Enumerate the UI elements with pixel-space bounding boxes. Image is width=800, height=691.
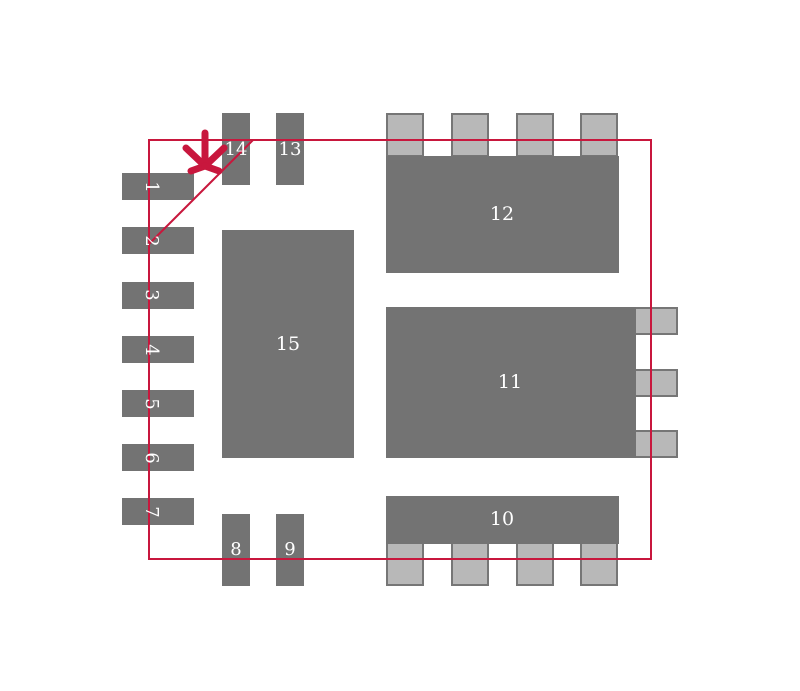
pad-10-finger (580, 542, 618, 586)
pad-6 (122, 444, 194, 471)
pad-11 (386, 307, 636, 458)
pad-10-group (386, 496, 619, 586)
pad-8 (222, 514, 250, 586)
pad-11-finger (634, 369, 678, 397)
pin-label-12: 12 (490, 203, 514, 225)
pad-12-finger (386, 113, 424, 157)
pin-label-14: 14 (225, 139, 248, 160)
pad-12-finger (580, 113, 618, 157)
pin-label-2: 2 (141, 235, 162, 246)
component-outline (148, 139, 652, 560)
pad-4 (122, 336, 194, 363)
pad-15 (222, 230, 354, 458)
pin-label-7: 7 (141, 506, 162, 517)
pin-label-13: 13 (279, 139, 302, 160)
pad-9 (276, 514, 304, 586)
pad-10 (386, 496, 619, 544)
pad-11-group (386, 307, 678, 458)
pad-5 (122, 390, 194, 417)
pin1-asterisk-icon (182, 129, 228, 175)
pin-label-10: 10 (490, 508, 514, 530)
pin-label-4: 4 (141, 344, 162, 355)
pin-label-6: 6 (141, 452, 162, 463)
pin-label-9: 9 (284, 539, 295, 560)
pad-2 (122, 227, 194, 254)
pad-12-group (386, 113, 619, 273)
pad-10-finger (451, 542, 489, 586)
pad-12-finger (516, 113, 554, 157)
pad-10-finger (386, 542, 424, 586)
pin-label-11: 11 (498, 371, 522, 393)
left-pin-column (122, 173, 194, 525)
pin-label-15: 15 (276, 333, 300, 355)
pad-3 (122, 282, 194, 309)
pad-7 (122, 498, 194, 525)
pin-label-1: 1 (141, 181, 162, 192)
pad-13 (276, 113, 304, 185)
pin1-chamfer-line (148, 139, 254, 245)
pad-10-finger (516, 542, 554, 586)
pin-label-8: 8 (230, 539, 241, 560)
pin-label-3: 3 (141, 289, 162, 300)
pad-11-finger (634, 430, 678, 458)
pin-label-5: 5 (141, 398, 162, 409)
pad-12 (386, 156, 619, 273)
pad-12-finger (451, 113, 489, 157)
pad-11-finger (634, 307, 678, 335)
pad-1 (122, 173, 194, 200)
